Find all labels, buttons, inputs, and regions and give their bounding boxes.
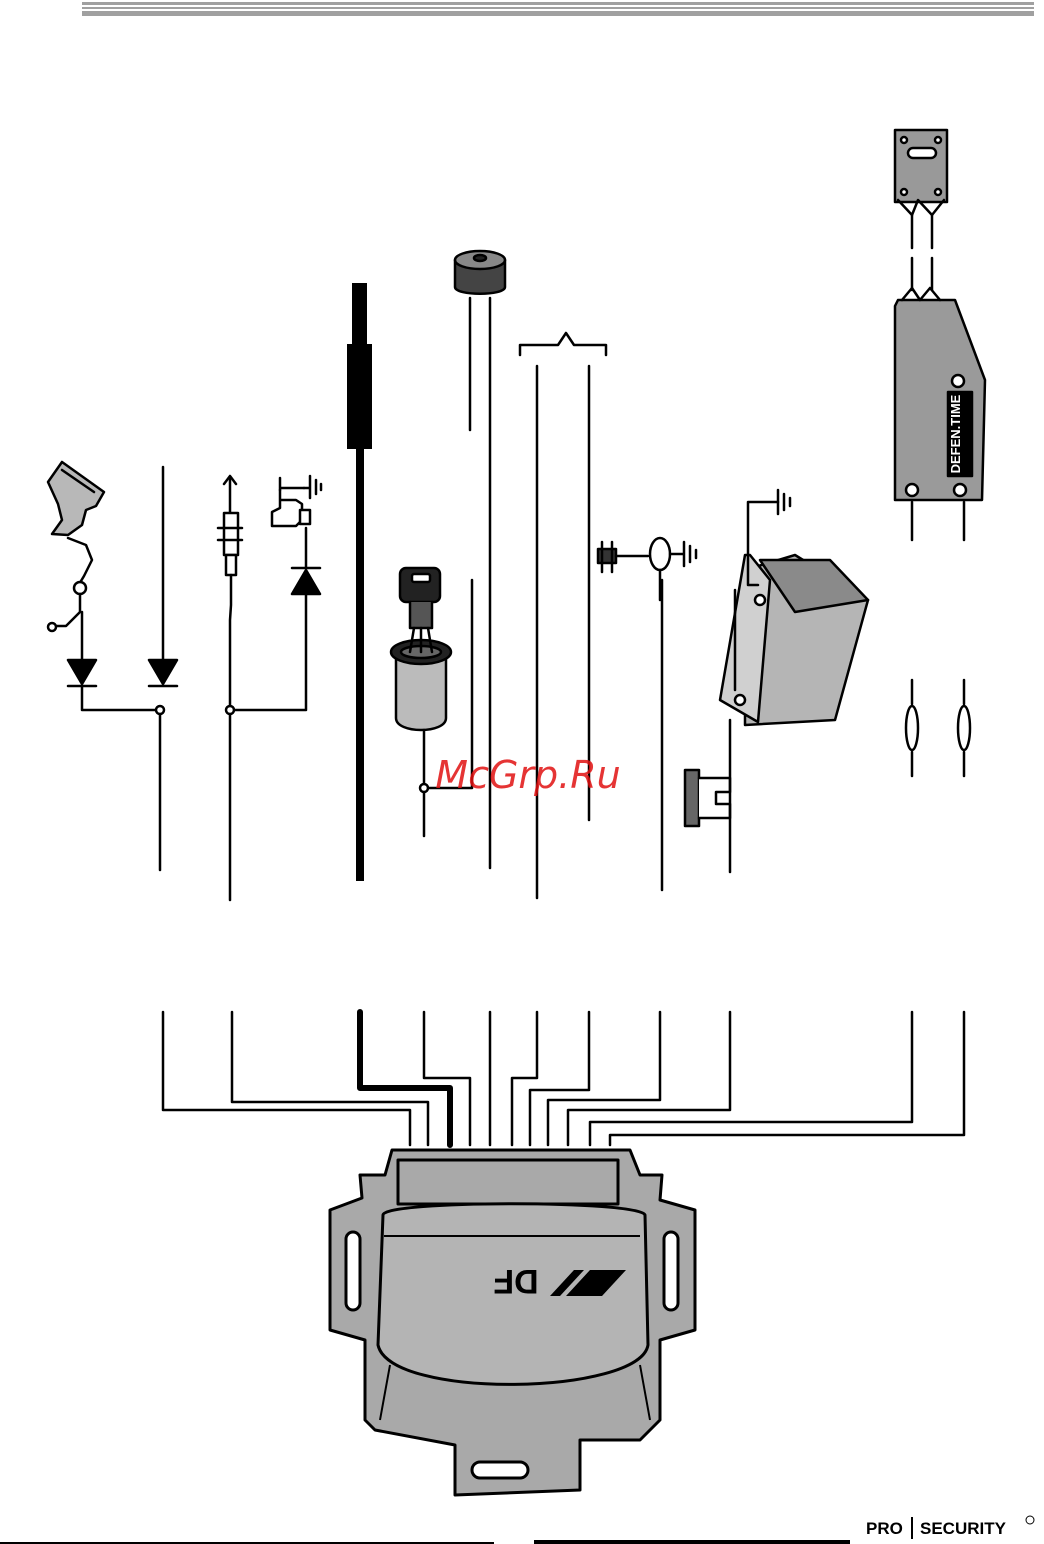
footer: PRO SECURITY [0, 1516, 1034, 1544]
led-icon [895, 130, 947, 290]
defen-time-module-icon [895, 288, 985, 540]
diode-icon [149, 467, 177, 870]
hood-pin-switch-icon [218, 476, 306, 900]
registered-icon [1026, 1516, 1034, 1524]
ground-icon [778, 490, 790, 514]
header-bar [82, 2, 1034, 16]
footer-brand-left: PRO [866, 1519, 903, 1538]
control-unit-icon [330, 1150, 695, 1495]
trunk-switch-icon [272, 478, 310, 526]
diode-icon [68, 612, 160, 710]
battery-icon [720, 555, 868, 725]
footer-brand-right: SECURITY [920, 1519, 1007, 1538]
ground-bolt-icon [598, 538, 670, 890]
antenna-icon [347, 283, 372, 881]
unit-logo-text: DF [493, 1262, 538, 1300]
ground-icon [304, 476, 321, 498]
harness-wires [163, 1012, 964, 1145]
watermark: McGrp.Ru [435, 753, 620, 797]
diode-icon [292, 528, 320, 594]
door-lock-brace [520, 333, 606, 898]
inline-resistor-left [906, 680, 918, 776]
ground-icon [670, 542, 696, 566]
door-switch-icon [48, 462, 104, 631]
device-label: DEFEN.TIME [948, 394, 963, 473]
inline-resistor-right [958, 680, 970, 776]
fuse-icon [685, 720, 730, 872]
